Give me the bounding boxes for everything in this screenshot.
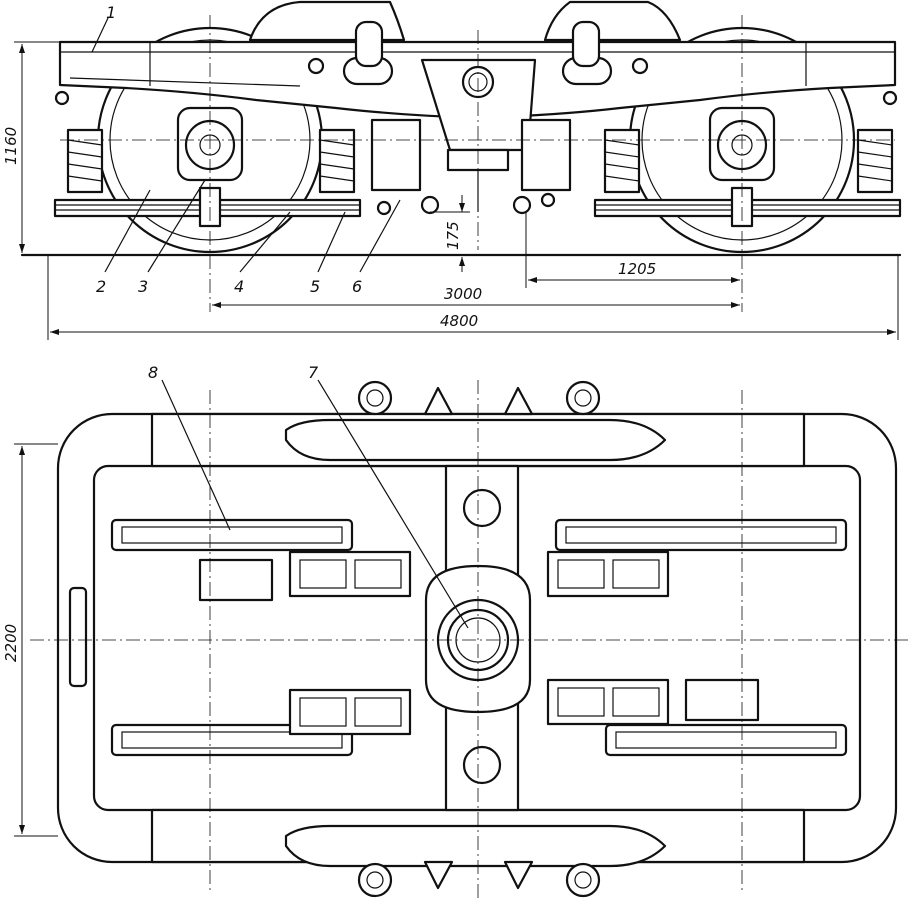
dim-gap-label: 175 [444,221,462,250]
wheelset-right [554,518,848,757]
bolster-top-right [543,0,682,42]
dim-length: 4800 [47,255,899,340]
dim-width-label: 2200 [2,624,20,662]
dim-half-base: 1205 [525,212,740,288]
callout-5: 5 [310,277,320,296]
leaf-springs [53,186,902,228]
callout-2: 2 [96,277,106,296]
callout-4: 4 [234,277,244,296]
callout-6: 6 [352,277,362,296]
dim-wheelbase-label: 3000 [444,285,482,303]
brake-gear [54,90,898,216]
dim-height: 1160 [2,41,60,253]
callout-7: 7 [308,363,319,382]
plan-view: 2200 8 7 [2,363,910,900]
center-pivot-plan [424,464,532,812]
side-view: 1160 175 1205 3000 4800 [2,0,902,340]
dim-length-label: 4800 [440,312,478,330]
dim-wheelbase: 3000 [212,285,740,308]
callout-3: 3 [138,277,148,296]
dim-half-base-label: 1205 [618,260,656,278]
callout-1: 1 [106,3,116,22]
dim-height-label: 1160 [2,127,20,165]
center-pivot-side [420,58,537,212]
dim-gap: 175 [430,195,470,272]
callout-8: 8 [148,363,158,382]
internal-boxes [68,550,760,736]
dim-width: 2200 [2,443,58,837]
